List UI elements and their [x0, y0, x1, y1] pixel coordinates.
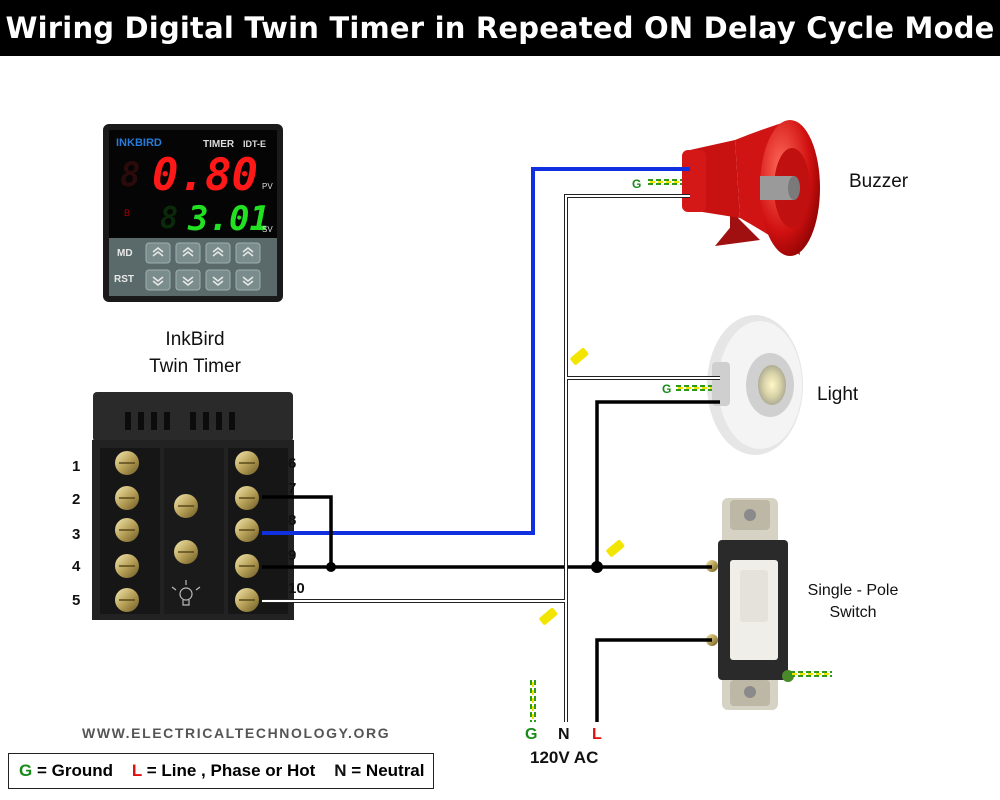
timer-label-line-2: Twin Timer: [149, 356, 241, 377]
jumper-wire: [262, 495, 333, 567]
switch-label: Single - Pole Switch: [797, 580, 909, 624]
sv-display: 3.01: [187, 199, 270, 239]
terminal-2: 2: [72, 491, 81, 508]
terminal-9: 9: [288, 547, 297, 564]
terminal-7: 7: [288, 480, 297, 497]
terminal-10: 10: [288, 580, 305, 597]
light-device: [707, 315, 803, 455]
supply-line-wire: [595, 638, 712, 722]
buzzer-ground-tag: G: [632, 177, 641, 191]
svg-text:B: B: [124, 208, 130, 218]
md-button: MD: [117, 248, 133, 259]
terminal-4: 4: [72, 558, 81, 575]
timer-front-panel: INKBIRD TIMER IDT-E 8 0.80 PV B 8 3.01 S…: [103, 124, 283, 302]
timer-label-line-1: InkBird: [165, 329, 225, 350]
line-wire-to-light: [595, 400, 720, 567]
legend-neutral-key: N: [334, 761, 347, 780]
legend-ground-text: = Ground: [36, 761, 113, 780]
light-label: Light: [817, 384, 859, 405]
junction-dots: [326, 561, 603, 573]
terminal-5: 5: [72, 592, 81, 609]
svg-text:8: 8: [160, 201, 178, 236]
pv-label: PV: [262, 182, 273, 191]
legend-line-key: L: [131, 761, 142, 780]
timer-terminal-block: [92, 392, 294, 620]
signal-wire: [262, 167, 690, 535]
arrow-key-icons: [152, 247, 254, 286]
rst-button: RST: [114, 274, 134, 285]
terminal-6: 6: [288, 455, 297, 472]
switch-label-line-1: Single - Pole: [807, 582, 899, 599]
legend-neutral-text: = Neutral: [351, 761, 425, 780]
timer-label: InkBird Twin Timer: [120, 326, 270, 380]
timer-brand: INKBIRD: [116, 137, 162, 149]
legend: G = Ground L = Line , Phase or Hot N = N…: [8, 753, 434, 789]
buzzer-device: [682, 120, 820, 256]
supply-line-label: L: [592, 726, 602, 743]
timer-model-prefix: TIMER: [203, 139, 235, 150]
supply-voltage-label: 120V AC: [530, 748, 599, 767]
wire-nut-icons: [539, 347, 625, 625]
lightbulb-icon: [171, 580, 201, 606]
svg-text:8: 8: [120, 155, 140, 195]
supply-neutral-label: N: [558, 726, 570, 743]
legend-line-text: = Line , Phase or Hot: [146, 761, 316, 780]
supply-ground-label: G: [525, 726, 538, 743]
timer-model: IDT-E: [243, 139, 266, 149]
ground-wires: [530, 179, 832, 722]
single-pole-switch-device: [706, 498, 794, 710]
switch-label-line-2: Switch: [829, 604, 877, 621]
pv-display: 0.80: [152, 150, 258, 201]
sv-label: SV: [262, 225, 273, 234]
terminal-1: 1: [72, 458, 81, 475]
terminal-3: 3: [72, 526, 81, 543]
light-ground-tag: G: [662, 382, 671, 396]
website-watermark: WWW.ELECTRICALTECHNOLOGY.ORG: [82, 725, 391, 741]
page-title: Wiring Digital Twin Timer in Repeated ON…: [0, 0, 1000, 56]
buzzer-label: Buzzer: [849, 171, 909, 192]
legend-ground-key: G: [19, 761, 33, 780]
wires: [262, 167, 832, 722]
terminal-8: 8: [288, 512, 297, 529]
